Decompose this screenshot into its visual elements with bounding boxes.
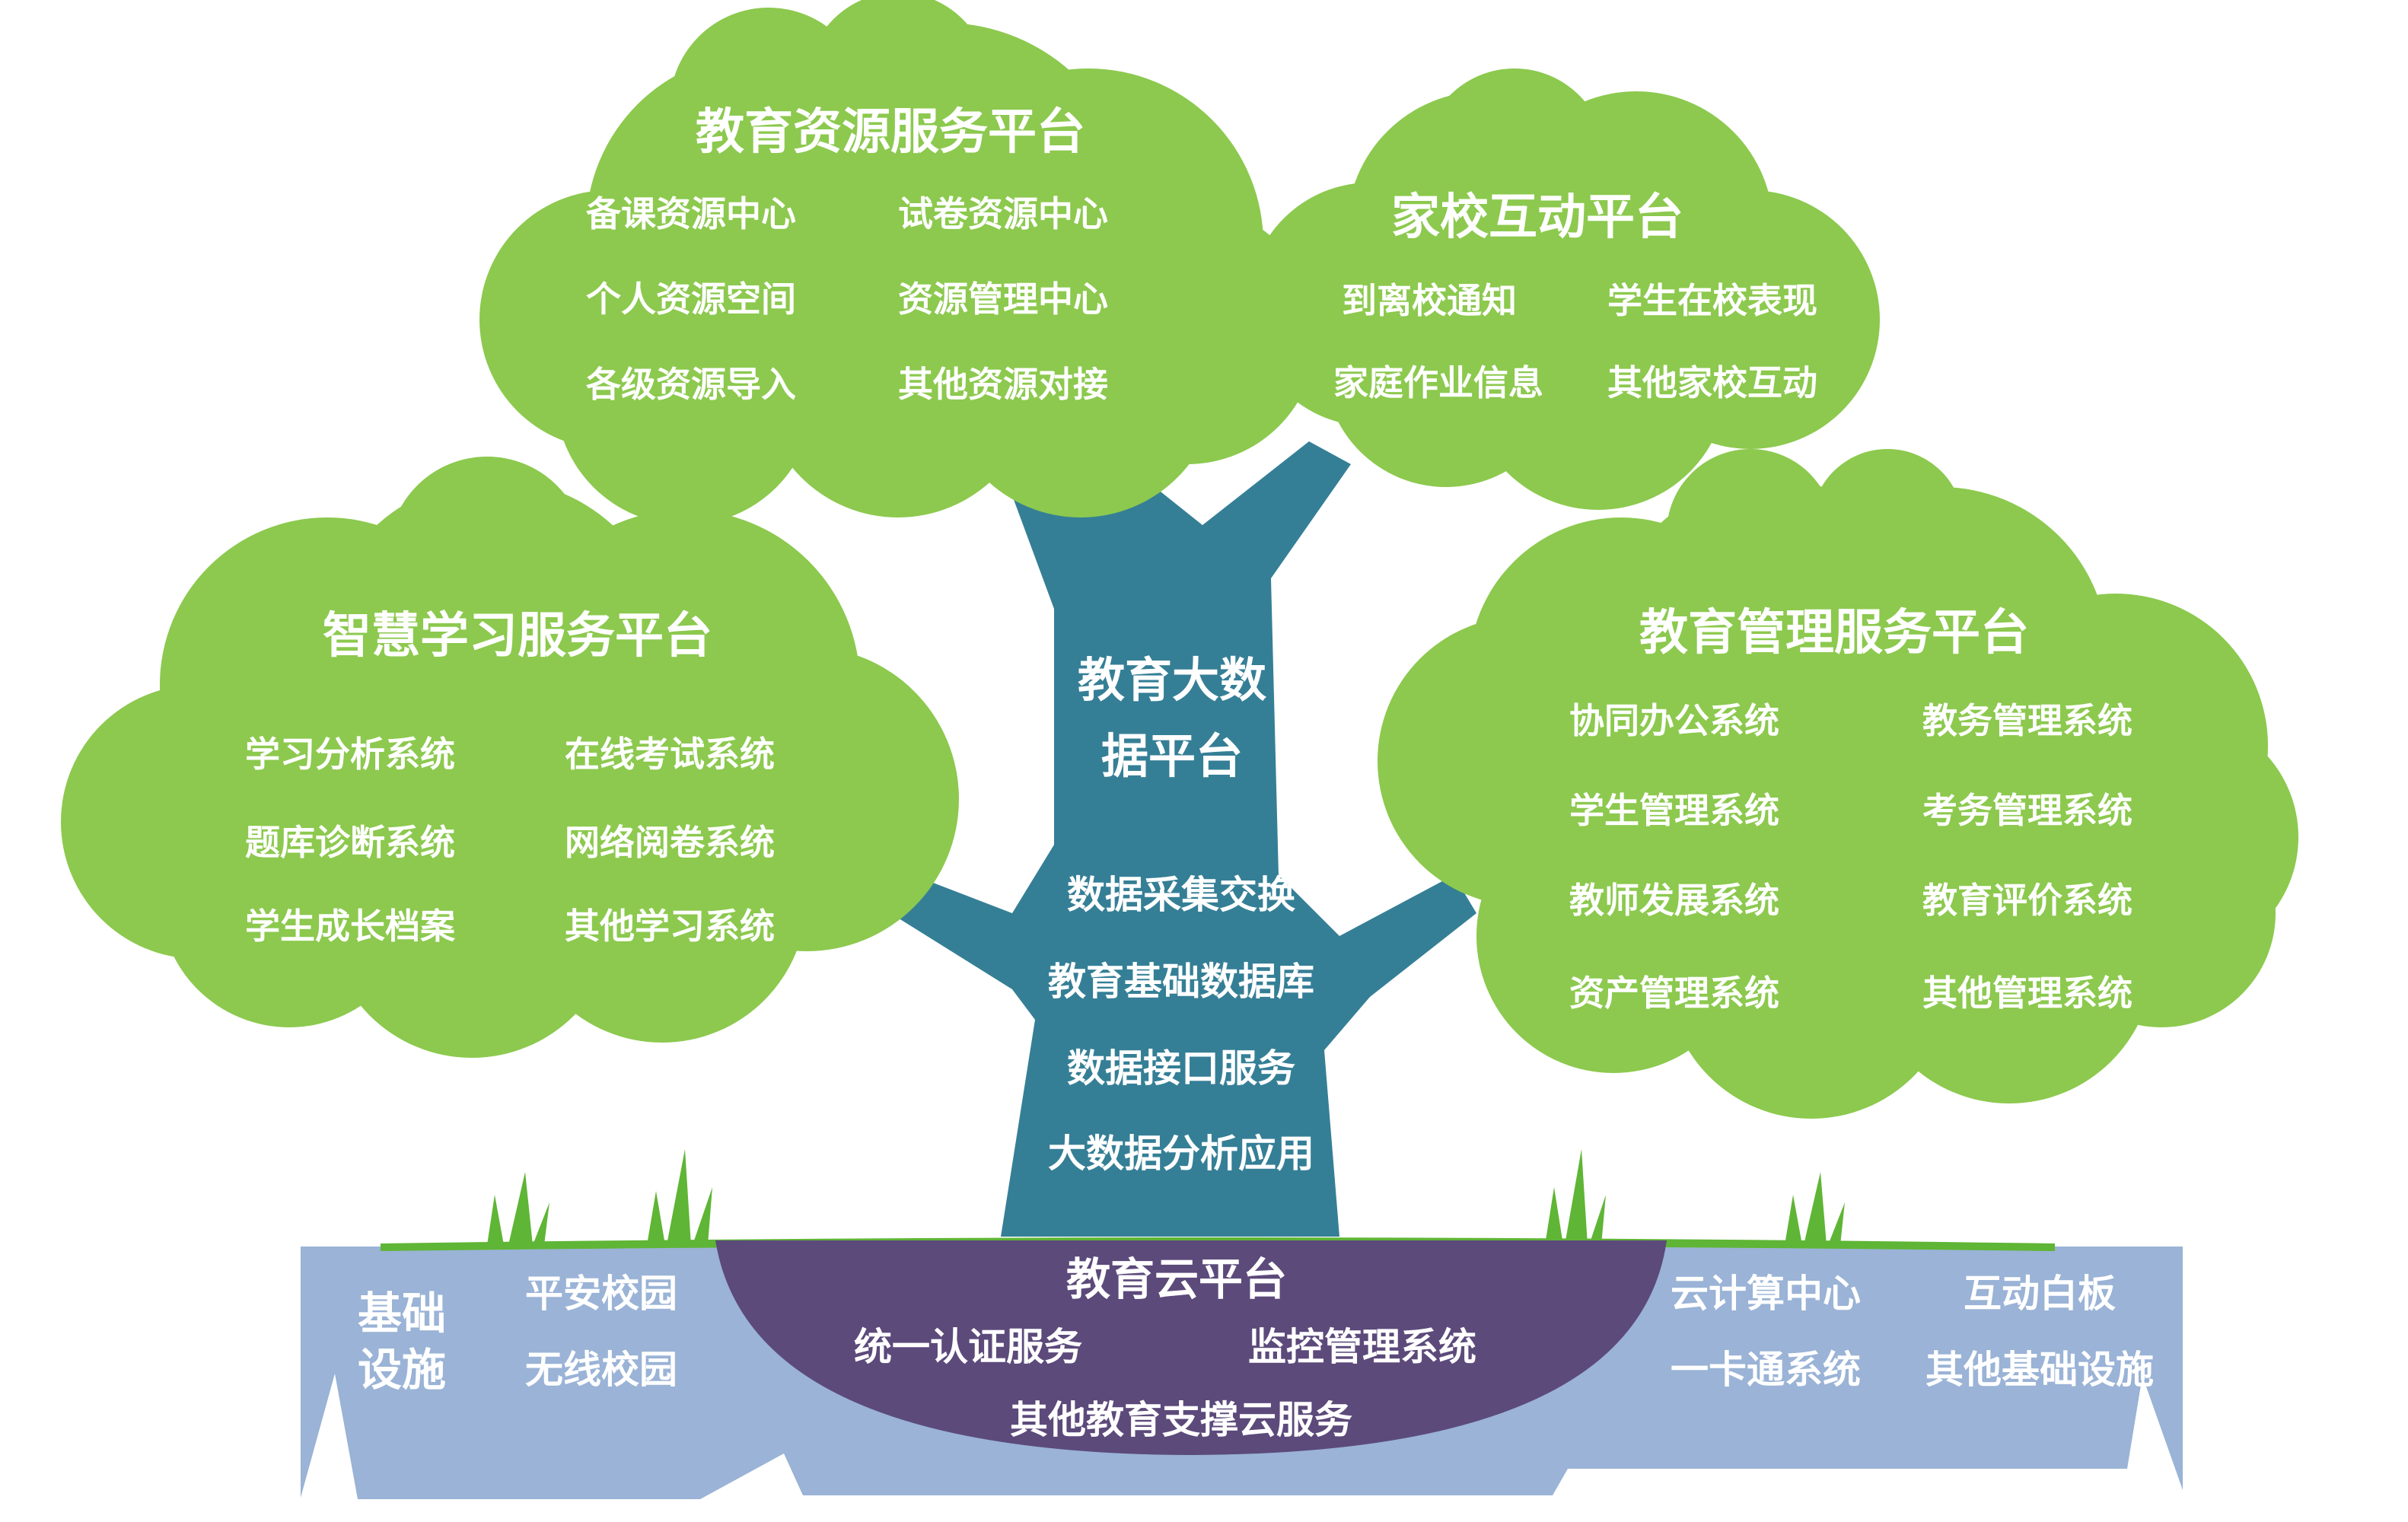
tree-trunk <box>890 434 1476 1237</box>
management-item: 学生管理系统 <box>1569 790 1779 831</box>
infrastructure-item: 其他基础设施 <box>1925 1348 2154 1392</box>
home-school-item: 其他家校互动 <box>1607 362 1817 403</box>
infrastructure-title-line2: 设施 <box>357 1344 447 1396</box>
canopy-home-school <box>1248 68 1880 510</box>
bigdata-item: 教育基础数据库 <box>1048 960 1314 1004</box>
infrastructure-item: 平安校园 <box>525 1272 677 1316</box>
infrastructure-item: 一卡通系统 <box>1671 1348 1861 1392</box>
cloud-item: 其他教育支撑云服务 <box>1010 1398 1352 1442</box>
cloud-item: 监控管理系统 <box>1248 1325 1476 1369</box>
cloud-dome <box>715 1240 1667 1455</box>
bigdata-title-line2: 据平台 <box>1100 728 1244 784</box>
learning-item: 学生成长档案 <box>245 906 455 947</box>
home-school-platform-title: 家校互动平台 <box>1391 189 1683 246</box>
management-platform-title: 教育管理服务平台 <box>1639 605 2029 661</box>
home-school-item: 学生在校表现 <box>1607 280 1817 321</box>
resource-item: 其他资源对接 <box>898 364 1108 405</box>
bigdata-item: 数据采集交换 <box>1067 873 1295 917</box>
learning-platform-title: 智慧学习服务平台 <box>323 608 712 664</box>
management-item: 其他管理系统 <box>1922 973 2132 1014</box>
home-school-item: 家庭作业信息 <box>1333 362 1543 403</box>
resource-item: 各级资源导入 <box>586 364 796 405</box>
management-item: 教育评价系统 <box>1922 880 2132 921</box>
infrastructure-item: 云计算中心 <box>1671 1272 1861 1316</box>
cloud-platform-title: 教育云平台 <box>1065 1253 1288 1305</box>
canopy-resource <box>479 0 1317 525</box>
learning-item: 网络阅卷系统 <box>565 822 775 863</box>
management-item: 协同办公系统 <box>1569 700 1779 741</box>
bigdata-item: 数据接口服务 <box>1067 1046 1295 1091</box>
resource-item: 个人资源空间 <box>586 279 796 320</box>
resource-platform-title: 教育资源服务平台 <box>696 104 1085 161</box>
resource-item: 备课资源中心 <box>586 193 796 234</box>
cloud-item: 统一认证服务 <box>854 1325 1082 1369</box>
management-item: 教师发展系统 <box>1569 880 1779 921</box>
infrastructure-item: 无线校园 <box>525 1348 677 1392</box>
bigdata-title-line1: 教育大数 <box>1077 652 1267 708</box>
home-school-item: 到离校通知 <box>1342 280 1517 321</box>
learning-item: 题库诊断系统 <box>245 822 455 863</box>
management-item: 教务管理系统 <box>1922 700 2132 741</box>
infrastructure-item: 互动白板 <box>1964 1272 2116 1316</box>
management-item: 资产管理系统 <box>1569 973 1779 1014</box>
resource-item: 资源管理中心 <box>898 279 1108 320</box>
canopy-management <box>1378 449 2298 1119</box>
bigdata-item: 大数据分析应用 <box>1048 1132 1314 1176</box>
grass-tufts <box>487 1149 1845 1245</box>
resource-item: 试卷资源中心 <box>898 193 1108 234</box>
learning-item: 学习分析系统 <box>245 734 455 775</box>
learning-item: 其他学习系统 <box>565 906 775 947</box>
management-item: 考务管理系统 <box>1922 790 2132 831</box>
infrastructure-title-line1: 基础 <box>357 1288 447 1339</box>
learning-item: 在线考试系统 <box>565 734 775 775</box>
canopy-learning <box>61 457 959 1058</box>
